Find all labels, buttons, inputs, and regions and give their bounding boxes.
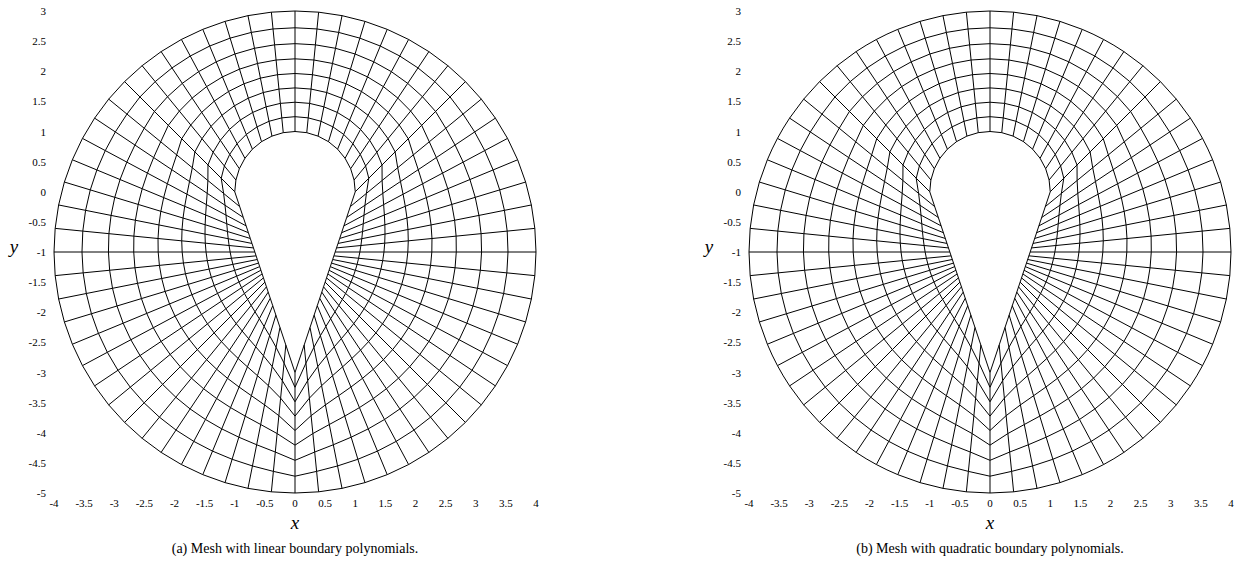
x-tick-label: -2.5	[831, 498, 848, 509]
x-tick-label: 3	[473, 498, 479, 509]
x-tick-label: -1.5	[196, 498, 213, 509]
y-tick-label: -1	[37, 247, 46, 258]
mesh-lines	[54, 11, 536, 493]
y-tick-label: 3	[736, 6, 742, 17]
x-tick-label: 3.5	[1194, 498, 1208, 509]
y-tick-label: -1.5	[724, 277, 741, 288]
axis-label: y	[705, 236, 713, 255]
x-tick-label: 1.5	[379, 498, 393, 509]
y-tick-label: -1	[732, 247, 741, 258]
y-tick-label: -4.5	[29, 457, 46, 468]
x-tick-label: 0	[987, 498, 993, 509]
x-tick-label: -3	[805, 498, 814, 509]
outer-boundary	[749, 11, 1231, 493]
y-tick-label: -1.5	[29, 277, 46, 288]
x-tick-label: 4	[533, 498, 539, 509]
y-tick-label: -3	[37, 367, 46, 378]
y-tick-label: -3.5	[724, 397, 741, 408]
x-tick-label: 2.5	[439, 498, 453, 509]
x-tick-label: -2	[170, 498, 179, 509]
x-tick-label: -2.5	[136, 498, 153, 509]
x-tick-label: 2.5	[1134, 498, 1148, 509]
x-tick-label: -1	[230, 498, 239, 509]
subfigure-caption: (a) Mesh with linear boundary polynomial…	[172, 542, 419, 556]
x-tick-label: -1.5	[891, 498, 908, 509]
axis-label: y	[10, 236, 18, 255]
x-tick-label: 3	[1168, 498, 1174, 509]
y-tick-label: -3	[732, 367, 741, 378]
y-tick-label: -0.5	[29, 216, 46, 227]
inner-boundary	[930, 132, 1051, 373]
x-tick-label: 0.5	[1013, 498, 1027, 509]
x-tick-label: -1	[925, 498, 934, 509]
x-tick-label: 1	[353, 498, 359, 509]
y-tick-label: 2	[736, 66, 742, 77]
x-tick-label: -3.5	[75, 498, 92, 509]
y-tick-label: -3.5	[29, 397, 46, 408]
x-tick-label: -0.5	[951, 498, 968, 509]
y-tick-label: 3	[41, 6, 47, 17]
axis-label: x	[986, 513, 994, 532]
x-tick-label: 4	[1228, 498, 1234, 509]
y-tick-label: -0.5	[724, 216, 741, 227]
y-tick-label: 0	[736, 186, 742, 197]
y-tick-label: 0	[41, 186, 47, 197]
x-tick-label: 2	[413, 498, 419, 509]
x-tick-label: -0.5	[256, 498, 273, 509]
y-tick-label: 0.5	[32, 156, 46, 167]
x-tick-label: 1.5	[1074, 498, 1088, 509]
x-tick-label: -4	[744, 498, 753, 509]
y-tick-label: -4	[37, 427, 46, 438]
y-tick-label: 1	[41, 126, 47, 137]
y-tick-label: -2.5	[29, 337, 46, 348]
y-tick-label: 2	[41, 66, 47, 77]
y-tick-label: 0.5	[727, 156, 741, 167]
y-tick-label: 1	[736, 126, 742, 137]
x-tick-label: 2	[1108, 498, 1114, 509]
y-tick-label: -2	[732, 307, 741, 318]
x-tick-label: 1	[1048, 498, 1054, 509]
y-tick-label: -2.5	[724, 337, 741, 348]
y-tick-label: -5	[37, 488, 46, 499]
x-tick-label: 3.5	[499, 498, 513, 509]
y-tick-label: 2.5	[32, 36, 46, 47]
y-tick-label: -4.5	[724, 457, 741, 468]
axis-label: x	[291, 513, 299, 532]
x-tick-label: -4	[49, 498, 58, 509]
y-tick-label: 1.5	[32, 96, 46, 107]
subfigure-caption: (b) Mesh with quadratic boundary polynom…	[856, 542, 1124, 556]
y-tick-label: 1.5	[727, 96, 741, 107]
x-tick-label: -2	[865, 498, 874, 509]
x-tick-label: -3.5	[770, 498, 787, 509]
x-tick-label: 0.5	[318, 498, 332, 509]
mesh-lines	[749, 11, 1231, 493]
y-tick-label: -5	[732, 488, 741, 499]
y-tick-label: -4	[732, 427, 741, 438]
y-tick-label: -2	[37, 307, 46, 318]
x-tick-label: 0	[292, 498, 298, 509]
y-tick-label: 2.5	[727, 36, 741, 47]
x-tick-label: -3	[110, 498, 119, 509]
